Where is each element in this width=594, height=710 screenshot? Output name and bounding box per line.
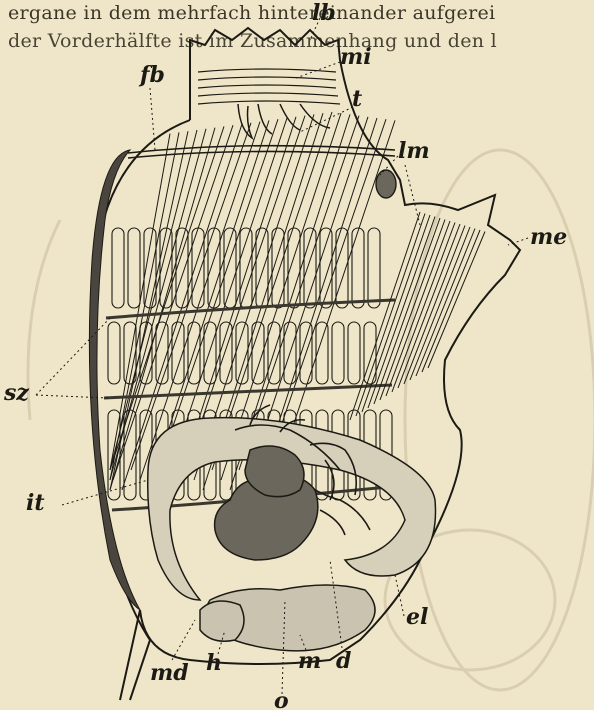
- chamber-cell: [332, 322, 344, 384]
- chamber-cell: [108, 322, 120, 384]
- vessel-branch: [340, 500, 370, 530]
- label-it: it: [26, 490, 45, 516]
- me-fiber: [350, 212, 420, 420]
- top-stripes: [198, 69, 340, 104]
- lm-organ: [376, 170, 396, 198]
- chamber-cell: [240, 228, 252, 308]
- chamber-cell: [368, 228, 380, 308]
- diagonal-fiber: [239, 116, 359, 470]
- label-m: m: [298, 648, 321, 674]
- chamber-cell: [348, 322, 360, 384]
- label-d: d: [336, 648, 351, 674]
- label-h: h: [206, 650, 222, 676]
- label-lm: lm: [398, 138, 430, 164]
- chamber-cell: [352, 228, 364, 308]
- label-md: md: [150, 660, 189, 686]
- chamber-cell: [128, 228, 140, 308]
- me-fibers: [350, 212, 485, 420]
- label-fb: fb: [138, 62, 165, 88]
- label-me: me: [530, 224, 567, 250]
- dark-band: [89, 150, 140, 610]
- lower-organ-h: [200, 601, 244, 641]
- chamber-cell: [208, 228, 220, 308]
- label-t: t: [352, 86, 362, 112]
- hook-structures: [238, 104, 330, 138]
- label-mi: mi: [340, 44, 372, 70]
- label-o: o: [274, 688, 289, 710]
- label-el: el: [406, 604, 428, 630]
- chamber-cell: [256, 228, 268, 308]
- label-sz: sz: [3, 380, 29, 406]
- chamber-cell: [220, 322, 232, 384]
- me-fiber: [410, 227, 470, 380]
- vessel-branch: [320, 510, 345, 535]
- label-lb: lb: [312, 0, 336, 26]
- chamber-cell: [156, 322, 168, 384]
- chamber-cell: [112, 228, 124, 308]
